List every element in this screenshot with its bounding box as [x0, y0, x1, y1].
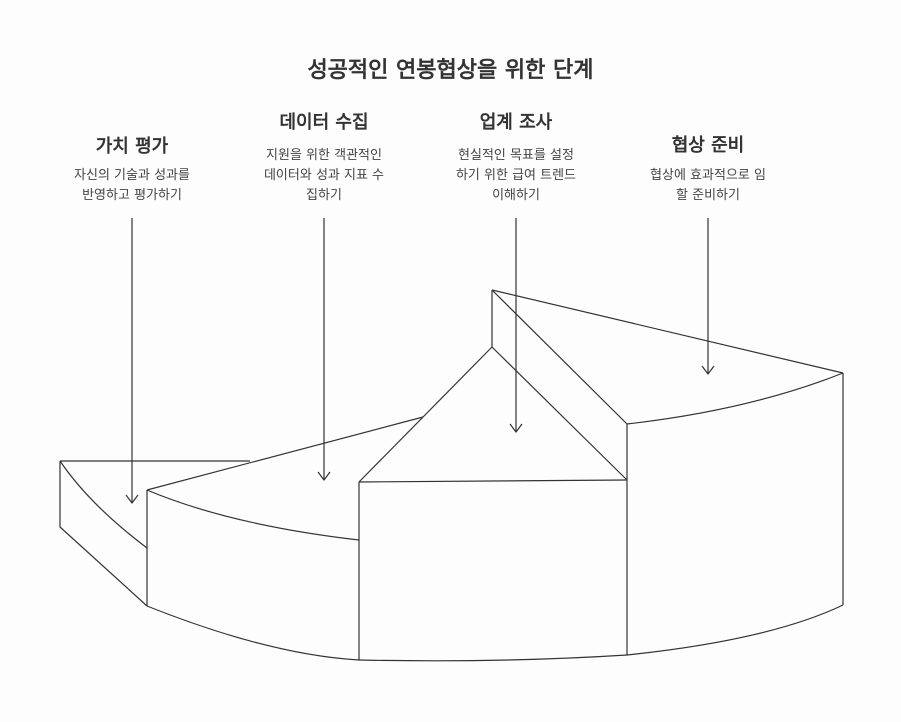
step-title-4: 협상 준비 — [671, 135, 745, 156]
step-desc-1: 자신의 기술과 성과를 반영하고 평가하기 — [32, 166, 232, 206]
step-desc-4: 협상에 효과적으로 임 할 준비하기 — [608, 166, 808, 206]
step-arrow-3 — [509, 218, 523, 433]
step-desc-3: 현실적인 목표를 설정 하기 위한 급여 트렌드 이해하기 — [416, 146, 616, 206]
step-desc-line: 지원을 위한 객관적인 — [266, 148, 382, 163]
step-title-1: 가치 평가 — [95, 136, 169, 157]
step-block-1 — [59, 460, 250, 607]
step-arrow-4 — [701, 218, 715, 375]
step-desc-line: 하기 위한 급여 트렌드 — [455, 168, 577, 183]
step-block-4 — [491, 289, 844, 656]
step-block-2 — [146, 416, 424, 661]
step-desc-line: 이해하기 — [492, 188, 540, 203]
step-arrow-1 — [125, 218, 139, 504]
step-desc-2: 지원을 위한 객관적인 데이터와 성과 지표 수 집하기 — [224, 146, 424, 206]
step-desc-line: 데이터와 성과 지표 수 — [263, 168, 385, 183]
step-title-2: 데이터 수집 — [279, 112, 369, 133]
step-desc-line: 반영하고 평가하기 — [82, 188, 182, 203]
step-desc-line: 협상에 효과적으로 임 — [650, 168, 766, 183]
diagram-title: 성공적인 연봉협상을 위한 단계 — [307, 58, 594, 83]
step-desc-line: 현실적인 목표를 설정 — [458, 148, 574, 163]
step-desc-line: 집하기 — [306, 188, 342, 203]
step-title-3: 업계 조사 — [479, 112, 553, 133]
step-arrow-2 — [317, 218, 331, 481]
step-block-3 — [358, 346, 628, 662]
step-desc-line: 할 준비하기 — [676, 188, 740, 203]
step-desc-line: 자신의 기술과 성과를 — [74, 168, 190, 183]
